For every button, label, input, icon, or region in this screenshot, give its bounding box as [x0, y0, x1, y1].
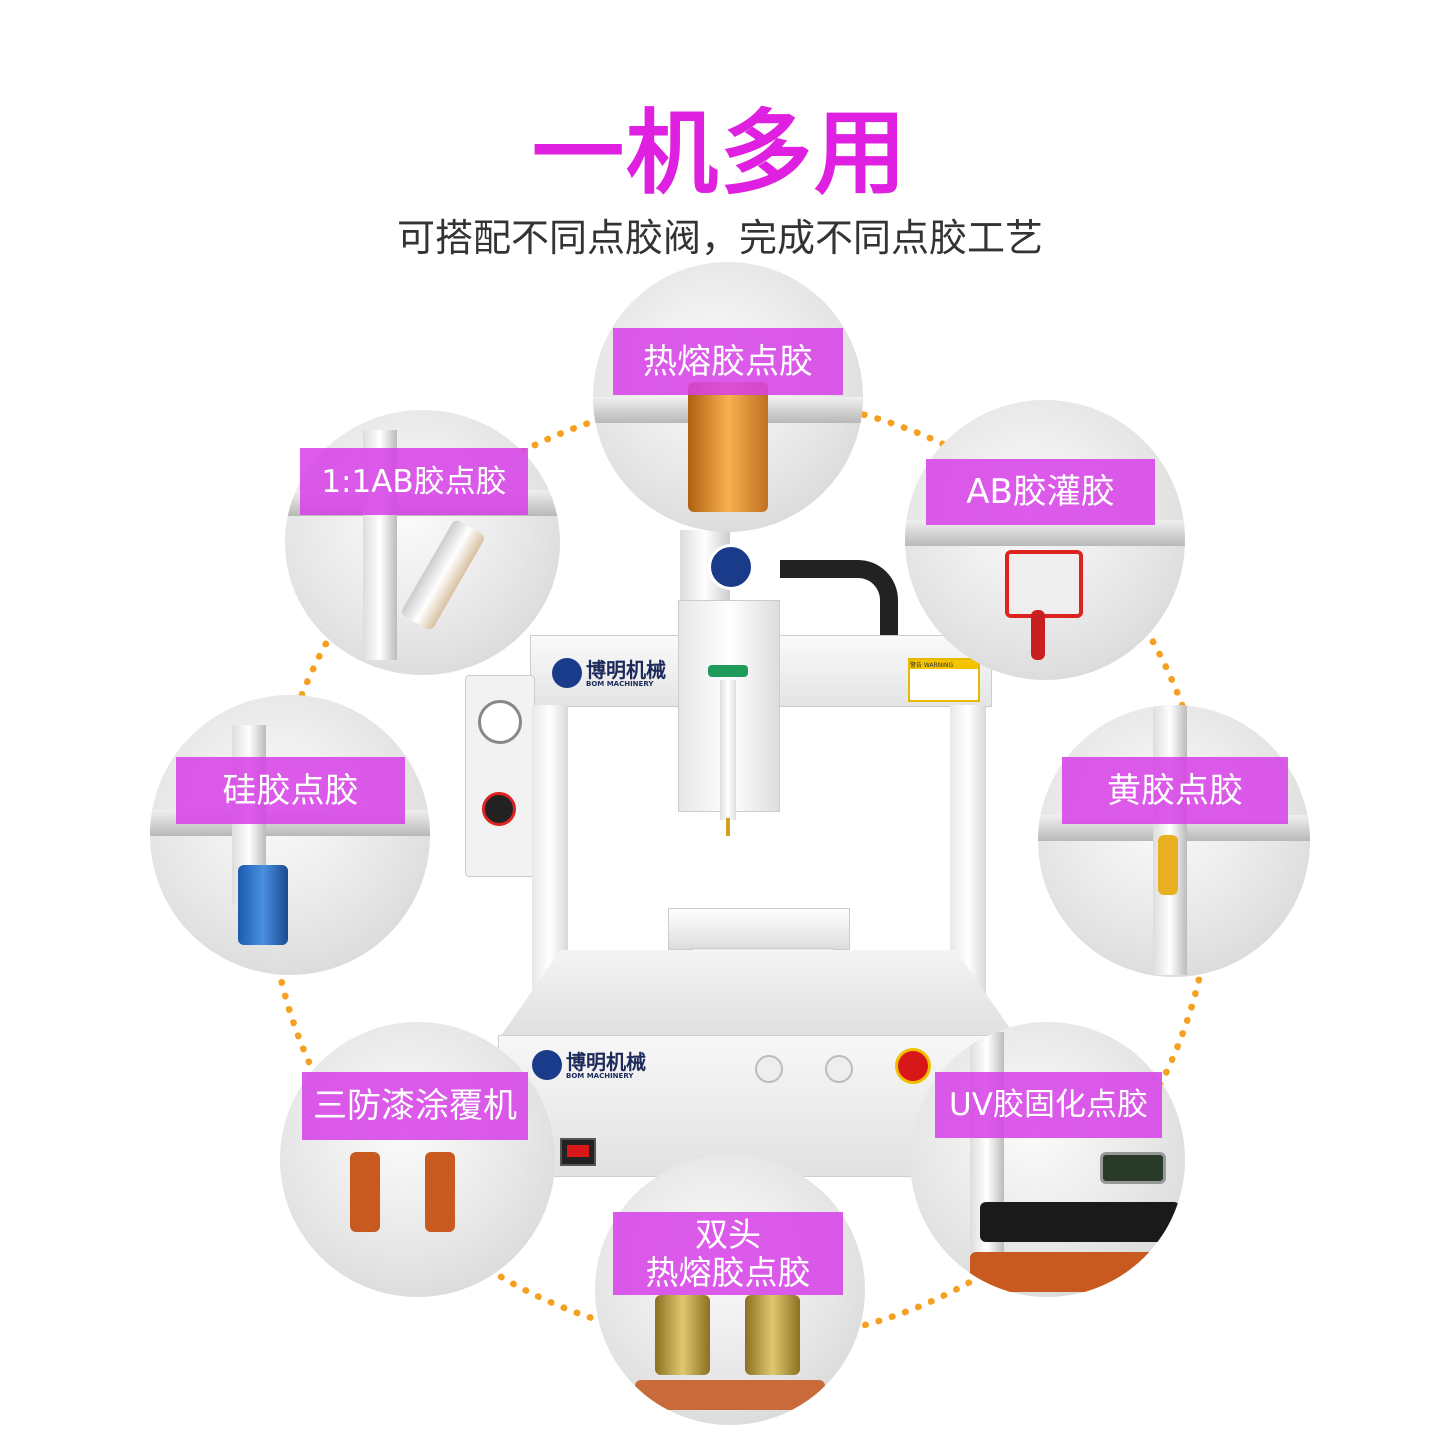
- label-uv-curing: UV胶固化点胶: [935, 1072, 1162, 1138]
- label-yellow-glue: 黄胶点胶: [1062, 757, 1288, 824]
- page-title: 一机多用: [531, 99, 908, 207]
- label-dual-hot-melt-line2: 热熔胶点胶: [645, 1252, 811, 1292]
- brand-logo-icon: [552, 658, 582, 688]
- brand-name: 博明机械: [566, 1050, 646, 1074]
- warning-sticker: 警告 WARNING: [908, 658, 980, 702]
- dispensing-machine-image: 博明机械 BOM MACHINERY 警告 WARNING 博明机械 BOM M…: [460, 530, 1020, 1180]
- brand-logo-icon: [708, 544, 754, 590]
- photo-hot-melt: [593, 262, 863, 532]
- brand-name-en: BOM MACHINERY: [566, 1072, 634, 1080]
- label-dual-hot-melt: 双头 热熔胶点胶: [613, 1212, 843, 1295]
- photo-yellow-glue: [1038, 705, 1310, 977]
- reset-button[interactable]: [825, 1055, 853, 1083]
- page-subtitle: 可搭配不同点胶阀，完成不同点胶工艺: [396, 216, 1043, 260]
- photo-uv-curing: [910, 1022, 1185, 1297]
- power-switch[interactable]: [560, 1138, 596, 1166]
- pressure-knob-icon: [482, 792, 516, 826]
- label-hot-melt: 热熔胶点胶: [613, 328, 843, 395]
- brand-name: 博明机械: [586, 658, 666, 682]
- photo-conformal-coating: [280, 1022, 555, 1297]
- photo-ab-potting: [905, 400, 1185, 680]
- brand-name-en: BOM MACHINERY: [586, 680, 654, 688]
- photo-silicone: [150, 695, 430, 975]
- start-button[interactable]: [755, 1055, 783, 1083]
- brand-logo-icon: [532, 1050, 562, 1080]
- label-conformal-coating: 三防漆涂覆机: [302, 1072, 528, 1140]
- label-silicone: 硅胶点胶: [176, 757, 405, 824]
- label-ab-potting: AB胶灌胶: [926, 459, 1155, 525]
- label-dual-hot-melt-line1: 双头: [695, 1214, 761, 1254]
- warning-text: 警告 WARNING: [910, 660, 978, 669]
- pressure-gauge-icon: [478, 700, 522, 744]
- emergency-stop-button[interactable]: [895, 1048, 931, 1084]
- label-ab-1to1: 1:1AB胶点胶: [300, 448, 528, 515]
